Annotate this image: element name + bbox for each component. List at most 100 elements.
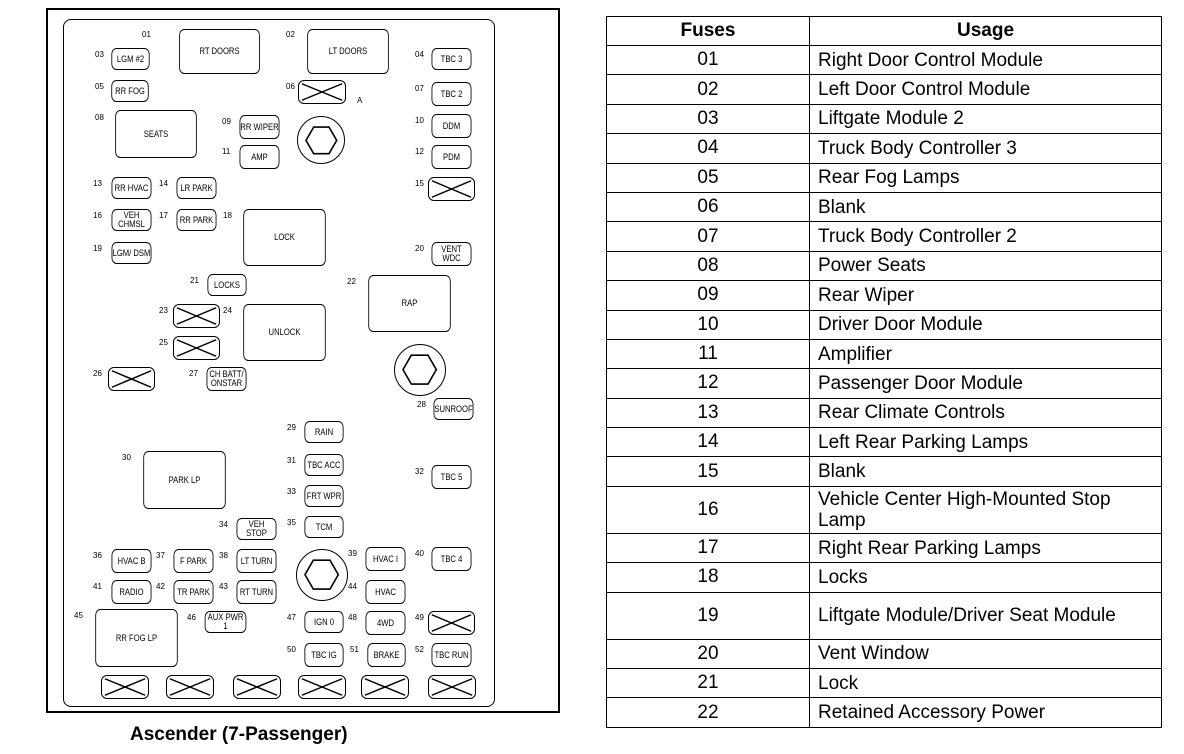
blank-fuse-slot <box>108 367 155 391</box>
fuse-slot-label: VENT WDC <box>431 242 472 266</box>
blank-fuse-slot <box>166 675 214 699</box>
fuse-usage-cell: Right Door Control Module <box>809 44 1162 76</box>
fuse-number-cell: 06 <box>606 191 810 223</box>
fuse-usage-cell: Truck Body Controller 2 <box>809 221 1162 252</box>
fuse-number-cell: 17 <box>606 532 810 564</box>
fuse-usage-cell: Blank <box>809 191 1162 223</box>
fuse-usage-cell: Rear Fog Lamps <box>809 162 1162 193</box>
fuse-slot-number: 43 <box>219 582 228 591</box>
fuse-usage-cell: Locks <box>809 562 1162 593</box>
fuse-slot-number: 27 <box>189 369 198 378</box>
fuse-usage-cell: Passenger Door Module <box>809 368 1162 399</box>
location-a-label: A <box>357 96 363 105</box>
fuse-usage-cell: Right Rear Parking Lamps <box>809 532 1162 564</box>
fuse-slot-number: 39 <box>348 549 357 558</box>
fuse-slot-number: 45 <box>74 611 83 620</box>
fuse-slot-label: TBC 4 <box>431 547 472 571</box>
fuse-slot-number: 19 <box>93 244 102 253</box>
fuse-usage-cell: Amplifier <box>809 338 1162 370</box>
fuse-slot-number: 04 <box>415 50 424 59</box>
fuse-slot-label: TBC 3 <box>431 48 472 70</box>
fuse-number-cell: 08 <box>606 250 810 282</box>
fuse-slot-number: 05 <box>95 82 104 91</box>
fuse-slot-label: CH BATT/ ONSTAR <box>206 367 247 391</box>
fuse-number-cell: 20 <box>606 638 810 670</box>
fuse-slot-number: 42 <box>156 582 165 591</box>
fuse-slot-number: 10 <box>415 116 424 125</box>
fuse-number-cell: 05 <box>606 162 810 193</box>
fuse-number-cell: 04 <box>606 133 810 164</box>
fuse-slot-number: 26 <box>93 369 102 378</box>
fuse-slot-number: 23 <box>159 306 168 315</box>
fuse-slot-label: TBC 5 <box>431 465 472 489</box>
fuse-slot-label: SEATS <box>115 110 197 158</box>
fuse-slot-label: RR FOG <box>111 80 149 102</box>
fuse-usage-cell: Lock <box>809 668 1162 699</box>
hex-bolt-icon <box>296 549 348 601</box>
fuse-slot-number: 37 <box>156 551 165 560</box>
fuse-slot-number: 38 <box>219 551 228 560</box>
fuse-slot-number: 40 <box>415 549 424 558</box>
fuse-slot-number: 02 <box>286 30 295 39</box>
blank-fuse-slot <box>173 304 220 328</box>
fuse-number-cell: 09 <box>606 280 810 311</box>
fuse-slot-label: TBC RUN <box>431 643 472 667</box>
fuse-slot-label: HVAC <box>365 580 406 604</box>
fuse-number-cell: 03 <box>606 103 810 135</box>
fuse-number-cell: 18 <box>606 562 810 593</box>
fuse-slot-number: 28 <box>417 400 426 409</box>
fuse-slot-number: 35 <box>287 518 296 527</box>
fuse-slot-number: 44 <box>348 582 357 591</box>
fuse-slot-label: IGN 0 <box>304 611 344 633</box>
fuse-slot-label: PARK LP <box>143 451 226 509</box>
blank-fuse-slot <box>361 675 409 699</box>
fuse-slot-label: 4WD <box>365 611 406 635</box>
fuse-number-cell: 07 <box>606 221 810 252</box>
fuse-number-cell: 15 <box>606 456 810 487</box>
fuse-slot-number: 01 <box>142 30 151 39</box>
diagram-caption: Ascender (7-Passenger) <box>130 724 348 745</box>
fuse-slot-number: 09 <box>222 117 231 126</box>
fuse-slot-label: TBC ACC <box>304 454 344 476</box>
fuse-slot-label: RR FOG LP <box>95 609 178 667</box>
fuse-slot-label: RR HVAC <box>111 177 152 199</box>
fuse-slot-label: RT TURN <box>236 580 277 604</box>
fuse-slot-number: 48 <box>348 613 357 622</box>
fuse-slot-label: UNLOCK <box>243 304 326 361</box>
fuse-number-cell: 13 <box>606 397 810 429</box>
fuse-slot-label: LGM #2 <box>111 48 150 70</box>
fuse-slot-label: TBC IG <box>304 643 344 667</box>
fuse-slot-number: 36 <box>93 551 102 560</box>
fuse-slot-number: 32 <box>415 467 424 476</box>
fuse-slot-number: 17 <box>159 211 168 220</box>
fuse-usage-cell: Left Door Control Module <box>809 74 1162 105</box>
fuse-slot-number: 30 <box>122 453 131 462</box>
fuse-slot-number: 13 <box>93 179 102 188</box>
fuse-slot-label: LT TURN <box>236 549 277 573</box>
blank-fuse-slot <box>233 675 281 699</box>
fuse-slot-label: RR PARK <box>176 209 217 231</box>
fuse-slot-number: 41 <box>93 582 102 591</box>
fuse-slot-number: 22 <box>347 277 356 286</box>
fuse-slot-number: 34 <box>219 520 228 529</box>
hex-bolt-icon <box>297 116 345 164</box>
fuse-slot-label: RADIO <box>111 580 152 604</box>
fuse-slot-number: 06 <box>286 82 295 91</box>
fuse-usage-cell: Liftgate Module 2 <box>809 103 1162 135</box>
fuse-number-cell: 12 <box>606 368 810 399</box>
fuse-slot-label: SUNROOF <box>433 398 474 420</box>
fuse-usage-cell: Power Seats <box>809 250 1162 282</box>
fuse-slot-label: LR PARK <box>176 177 217 199</box>
